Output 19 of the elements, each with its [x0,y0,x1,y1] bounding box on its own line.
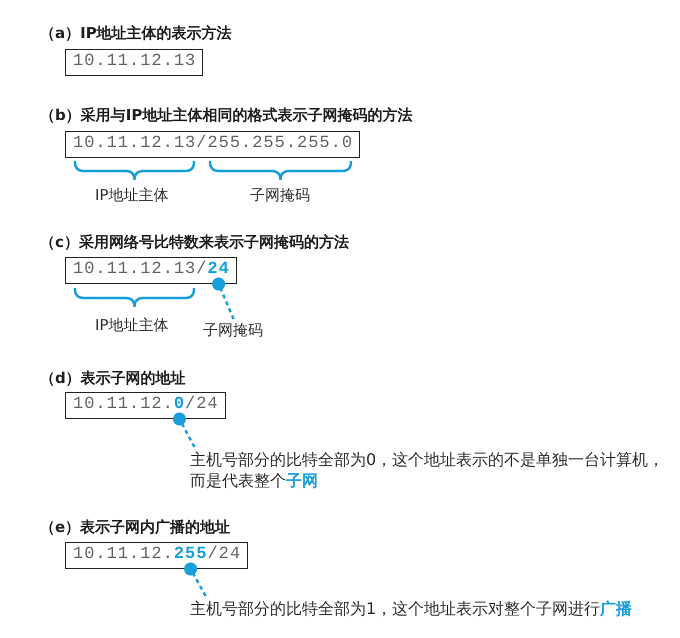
address-box: 10.11.12.255/24 [65,542,248,569]
address-box: 10.11.12.0/24 [65,392,226,419]
section-heading: （d）表示子网的地址 [40,369,186,387]
address-box: 10.11.12.13 [65,49,204,76]
leader-line [212,278,235,320]
section-heading: （c）采用网络号比特数来表示子网掩码的方法 [40,233,349,251]
section-heading: （a）IP地址主体的表示方法 [40,24,232,42]
section-heading: （b）采用与IP地址主体相同的格式表示子网掩码的方法 [40,106,412,124]
brace-label: IP地址主体 [95,186,168,204]
callout-text: 子网掩码 [203,321,263,339]
section-heading: （e）表示子网内广播的地址 [40,518,230,536]
note-text: 主机号部分的比特全部为1，这个地址表示对整个子网进行广播 [190,598,668,619]
note-text: 主机号部分的比特全部为0，这个地址表示的不是单独一台计算机，而是代表整个子网 [190,449,668,491]
address-box: 10.11.12.13/24 [65,257,237,284]
brace-label: IP地址主体 [95,316,168,334]
leader-line [184,562,207,597]
leader-line [172,412,196,448]
brace-label: 子网掩码 [250,186,310,204]
address-box: 10.11.12.13/255.255.255.0 [65,131,360,158]
